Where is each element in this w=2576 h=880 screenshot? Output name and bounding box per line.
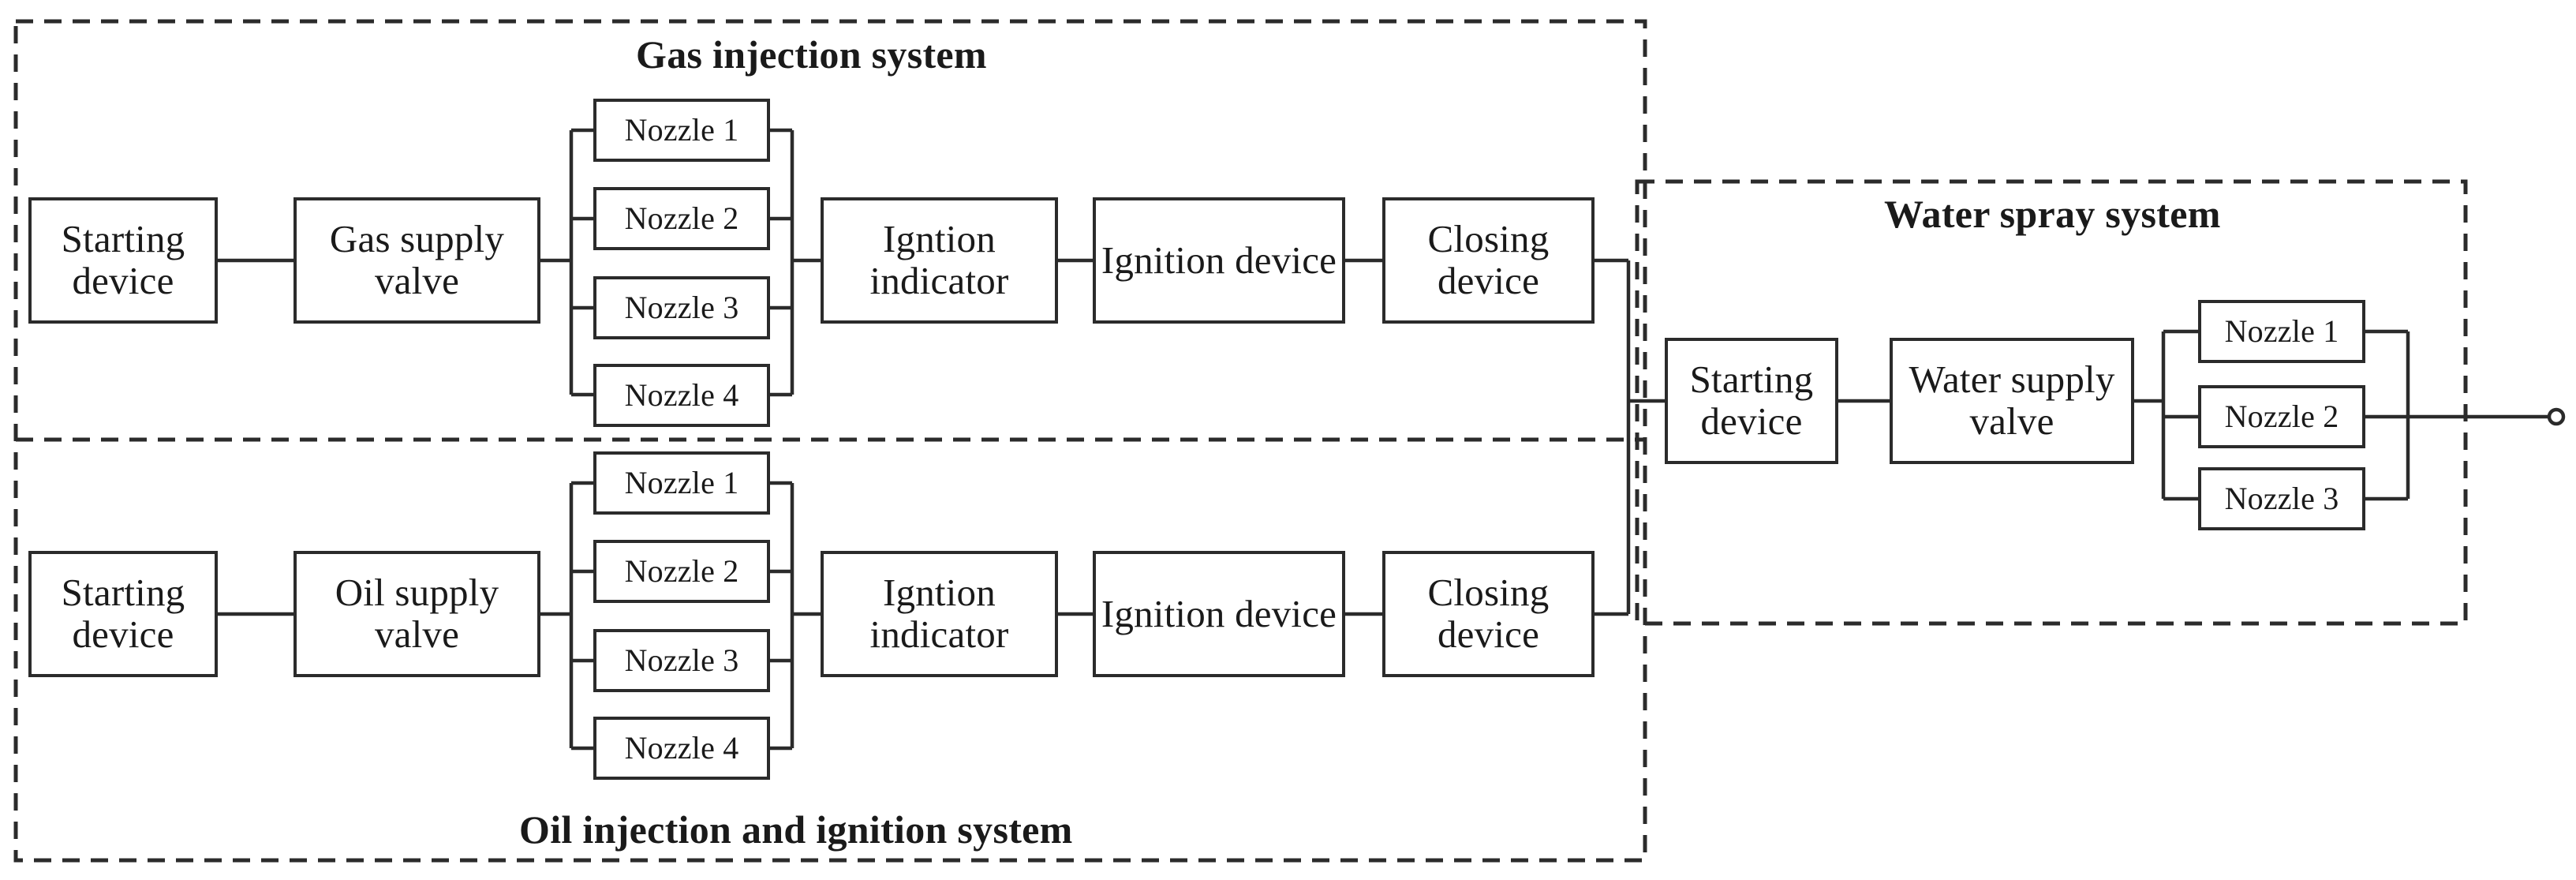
- water-starting-device-label: Starting device: [1689, 358, 1814, 443]
- water-nozzle-3-label: Nozzle 3: [2224, 481, 2339, 517]
- oil-ignition-indicator-box[interactable]: Igntion indicator: [821, 551, 1058, 677]
- oil-ignition-device-box[interactable]: Ignition device: [1093, 551, 1345, 677]
- gas-closing-device-box[interactable]: Closing device: [1382, 197, 1595, 324]
- oil-ignition-indicator-label: Igntion indicator: [869, 571, 1009, 656]
- oil-nozzle-1-box[interactable]: Nozzle 1: [593, 451, 770, 515]
- water-starting-device-box[interactable]: Starting device: [1665, 338, 1838, 464]
- oil-starting-device-label: Starting device: [61, 571, 185, 656]
- oil-starting-device-box[interactable]: Starting device: [28, 551, 218, 677]
- water-system-title: Water spray system: [1884, 192, 2221, 236]
- gas-nozzle-4-box[interactable]: Nozzle 4: [593, 364, 770, 427]
- output-terminal-node: [2547, 407, 2566, 426]
- oil-supply-valve-label: Oil supply valve: [335, 571, 499, 656]
- water-nozzle-1-box[interactable]: Nozzle 1: [2198, 300, 2365, 363]
- oil-nozzle-2-label: Nozzle 2: [624, 553, 739, 590]
- water-supply-valve-box[interactable]: Water supply valve: [1890, 338, 2134, 464]
- oil-closing-device-label: Closing device: [1427, 571, 1550, 656]
- gas-ignition-indicator-box[interactable]: Igntion indicator: [821, 197, 1058, 324]
- gas-nozzle-3-box[interactable]: Nozzle 3: [593, 276, 770, 339]
- water-nozzle-2-label: Nozzle 2: [2224, 399, 2339, 435]
- gas-oil-system-boundary: [13, 19, 1647, 863]
- water-supply-valve-label: Water supply valve: [1909, 358, 2115, 443]
- oil-supply-valve-box[interactable]: Oil supply valve: [293, 551, 540, 677]
- gas-nozzle-2-label: Nozzle 2: [624, 200, 739, 237]
- gas-ignition-indicator-label: Igntion indicator: [869, 217, 1009, 302]
- gas-ignition-device-label: Ignition device: [1101, 238, 1337, 282]
- gas-closing-device-label: Closing device: [1427, 217, 1550, 302]
- gas-nozzle-3-label: Nozzle 3: [624, 290, 739, 326]
- gas-nozzle-1-label: Nozzle 1: [624, 112, 739, 148]
- gas-ignition-device-box[interactable]: Ignition device: [1093, 197, 1345, 324]
- water-spray-system-boundary: [1635, 179, 2468, 626]
- water-nozzle-3-box[interactable]: Nozzle 3: [2198, 467, 2365, 530]
- gas-nozzle-2-box[interactable]: Nozzle 2: [593, 187, 770, 250]
- oil-closing-device-box[interactable]: Closing device: [1382, 551, 1595, 677]
- oil-nozzle-4-box[interactable]: Nozzle 4: [593, 717, 770, 780]
- gas-nozzle-4-label: Nozzle 4: [624, 377, 739, 414]
- oil-nozzle-3-label: Nozzle 3: [624, 642, 739, 679]
- oil-nozzle-1-label: Nozzle 1: [624, 465, 739, 501]
- gas-supply-valve-box[interactable]: Gas supply valve: [293, 197, 540, 324]
- oil-nozzle-3-box[interactable]: Nozzle 3: [593, 629, 770, 692]
- gas-starting-device-label: Starting device: [61, 217, 185, 302]
- oil-nozzle-4-label: Nozzle 4: [624, 730, 739, 766]
- oil-nozzle-2-box[interactable]: Nozzle 2: [593, 540, 770, 603]
- gas-nozzle-1-box[interactable]: Nozzle 1: [593, 99, 770, 162]
- gas-system-title: Gas injection system: [636, 32, 987, 77]
- water-nozzle-2-box[interactable]: Nozzle 2: [2198, 385, 2365, 448]
- water-nozzle-1-label: Nozzle 1: [2224, 313, 2339, 350]
- oil-system-title: Oil injection and ignition system: [519, 807, 1073, 852]
- oil-ignition-device-label: Ignition device: [1101, 591, 1337, 635]
- gas-supply-valve-label: Gas supply valve: [329, 217, 505, 302]
- gas-starting-device-box[interactable]: Starting device: [28, 197, 218, 324]
